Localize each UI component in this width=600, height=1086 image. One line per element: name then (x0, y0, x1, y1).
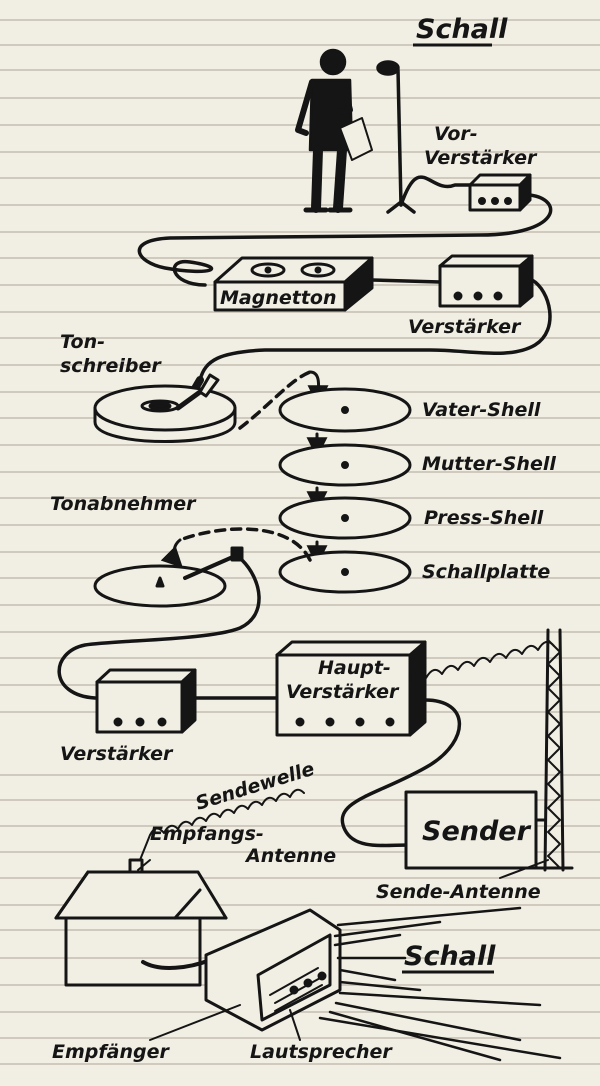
sound-rays (318, 906, 562, 1062)
label-schallplatte: Schallplatte (422, 561, 550, 583)
verstaerker-1-box (438, 254, 534, 308)
label-magnetton: Magnetton (220, 287, 337, 309)
label-sende-antenne: Sende-Antenne (376, 881, 541, 903)
label-vor-verstaerker: Verstärker (424, 147, 538, 169)
label-haupt-verstaerker: Verstärker (286, 681, 400, 703)
dashed-arrow-2 (178, 527, 312, 562)
press-shell-disc (278, 496, 412, 540)
label-verstaerker-1: Verstärker (408, 316, 522, 338)
pointer-empfangs-antenne (137, 859, 151, 871)
magnetton-box (213, 256, 374, 312)
cable-1 (137, 193, 553, 287)
label-lautsprecher: Lautsprecher (250, 1041, 393, 1063)
sender-box (404, 790, 538, 870)
title-bottom: Schall (404, 941, 496, 972)
mutter-shell-disc (278, 443, 412, 487)
sendewelle-wave (139, 788, 305, 861)
pointer-lautsprecher (289, 1009, 301, 1041)
label-empfangs-antenne: Antenne (244, 845, 336, 867)
house-icon (54, 858, 228, 987)
haupt-verstaerker-box (275, 640, 427, 737)
label-vater-shell: Vater-Shell (422, 399, 541, 421)
pointer-empfaenger (149, 1004, 241, 1041)
cable-4 (57, 558, 261, 700)
label-sender: Sender (422, 816, 532, 847)
label-sendewelle: Sendewelle (193, 758, 317, 815)
schallplatte-disc (278, 550, 412, 594)
label-tonabnehmer: Tonabnehmer (50, 493, 197, 515)
label-empfangs: Empfangs- (150, 823, 264, 845)
label-haupt: Haupt- (318, 657, 391, 679)
title-top: Schall (416, 14, 508, 45)
tonschreiber-turntable (93, 373, 237, 443)
vater-shell-disc (278, 387, 412, 433)
cable-2 (370, 278, 442, 284)
pointer-sende-antenne (499, 859, 549, 879)
label-vor: Vor- (434, 123, 478, 145)
signal-wave-upper (409, 640, 555, 681)
label-verstaerker-2: Verstärker (60, 743, 174, 765)
speaker-figure (295, 48, 373, 213)
label-schreiber: schreiber (60, 355, 162, 377)
label-ton: Ton- (60, 331, 105, 353)
tonabnehmer-turntable (93, 546, 244, 608)
label-mutter-shell: Mutter-Shell (422, 453, 556, 475)
sende-antenne-tower (534, 628, 574, 872)
microphone-icon (376, 60, 472, 214)
verstaerker-2-box (95, 668, 197, 734)
label-press-shell: Press-Shell (424, 507, 544, 529)
cable-6 (340, 698, 462, 848)
vorverstaerker-box (468, 173, 532, 212)
cable-3 (198, 278, 552, 382)
radio-receiver-icon (204, 908, 342, 1032)
dashed-arrow-1 (238, 370, 312, 430)
label-empfaenger: Empfänger (52, 1041, 170, 1063)
